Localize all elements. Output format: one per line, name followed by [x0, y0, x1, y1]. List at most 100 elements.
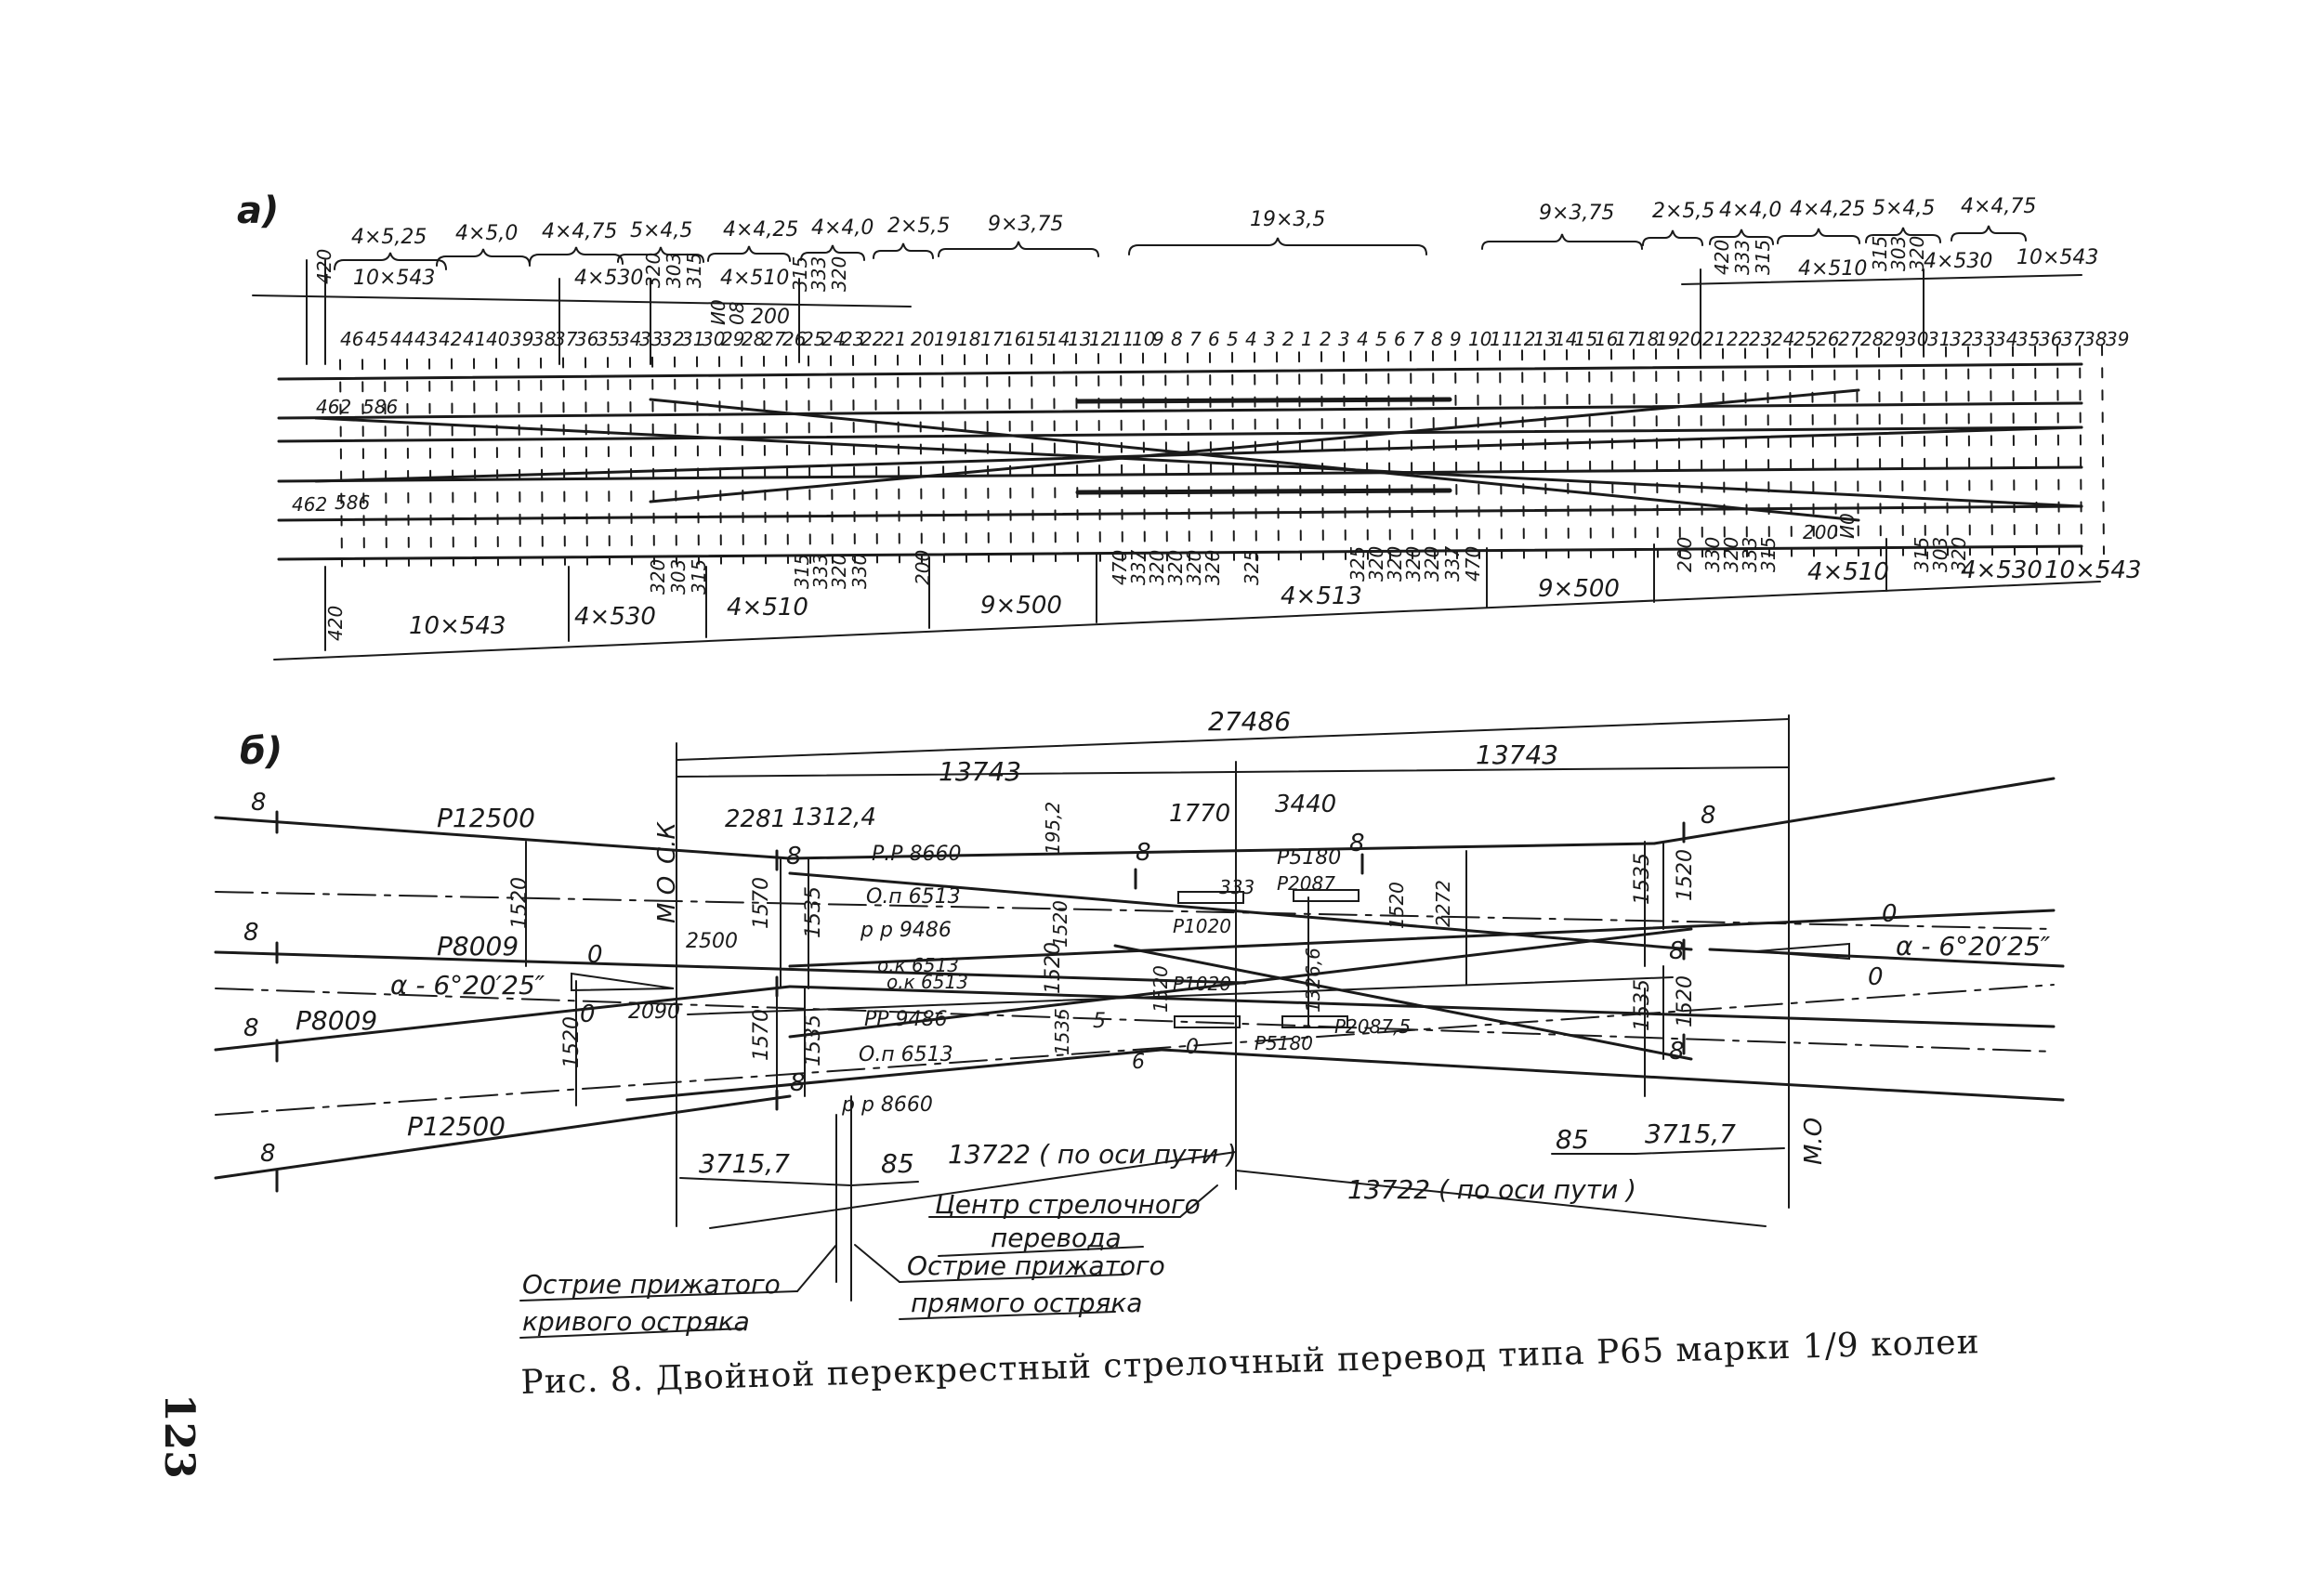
sleeper	[1744, 347, 1748, 557]
dim-label: 586	[335, 491, 370, 514]
rail-line	[1160, 1048, 2065, 1102]
sleeper	[763, 355, 767, 565]
tie-number: 37	[2061, 328, 2085, 350]
tie-number: 36	[2039, 328, 2062, 350]
spacing-label: 2×5,5	[887, 215, 950, 238]
sleeper	[1008, 353, 1012, 563]
spacing-label: 5×4,5	[1872, 197, 1935, 220]
tie-number: 40	[486, 328, 509, 350]
dim-label: 320	[1146, 550, 1168, 585]
spacing-label: 4×4,0	[1719, 199, 1781, 222]
switch-rod	[1281, 1015, 1348, 1028]
axis-lines	[215, 891, 2055, 1116]
joint-label: 8	[1669, 1038, 1685, 1066]
rail-label: Р12500	[407, 1111, 506, 1142]
callout-center-1: Центр стрелочного	[935, 1189, 1201, 1220]
half-length-line	[676, 766, 1790, 778]
sleeper	[1031, 353, 1034, 563]
sleeper	[562, 357, 566, 566]
dim-label: 4×510	[1807, 558, 1889, 586]
tie-number: 2	[1282, 328, 1294, 350]
dim-label: 333	[1739, 537, 1761, 572]
tie-number: 17	[1615, 328, 1639, 350]
joint-ticks	[275, 810, 1686, 1193]
tie-number: 36	[575, 328, 598, 350]
element-label: Р2087	[1277, 872, 1335, 895]
gauge-label: 1520	[1049, 900, 1071, 948]
sleeper	[897, 354, 900, 564]
track-axis	[215, 988, 2055, 1053]
dim-label: 470	[1109, 550, 1131, 585]
dim-label: 320	[1402, 546, 1425, 582]
tie-number: 42	[439, 328, 462, 350]
dim-label: 320	[1906, 236, 1928, 271]
tie-number: 18	[1635, 328, 1659, 350]
joint-label: 8	[243, 919, 259, 947]
tie-number: 16	[1003, 328, 1026, 350]
tie-number: 22	[860, 328, 884, 350]
rail-line	[277, 544, 2083, 561]
rail-line	[214, 950, 1247, 985]
dim-label: 4×530	[574, 603, 656, 631]
rail-label: Р8009	[437, 931, 519, 962]
dim-label: 320	[1365, 546, 1387, 582]
sleeper	[1521, 349, 1525, 559]
spacing-label: 5×4,5	[630, 219, 692, 242]
dim-label: 303	[1929, 537, 1951, 572]
sleeper	[1276, 351, 1280, 561]
tie-number: 31	[681, 328, 704, 350]
dim-label: 325	[1241, 550, 1263, 585]
joint-label: 8	[1349, 830, 1365, 857]
sleeper	[451, 358, 454, 567]
sleeper	[1945, 346, 1949, 556]
sleeper	[830, 355, 834, 564]
rail-diverging	[788, 909, 2056, 968]
dim-label: 315	[1869, 236, 1891, 271]
tie-number: 24	[1771, 328, 1794, 350]
sleeper	[1164, 352, 1168, 562]
tie-number: 33	[1972, 328, 1995, 350]
tie-number: 8	[1431, 328, 1443, 350]
overall-length: 27486	[1208, 706, 1291, 737]
dim-label: 195,2	[1042, 802, 1064, 855]
sleeper	[1878, 347, 1882, 556]
rail-line	[277, 425, 2083, 443]
tie-number: 23	[841, 328, 864, 350]
tie-number: 17	[980, 328, 1005, 350]
zero-mark: 0	[1882, 900, 1898, 928]
sleeper	[1499, 349, 1503, 559]
dim-label: 13722 ( по оси пути )	[1347, 1174, 1636, 1205]
dim-label: 08	[726, 302, 748, 325]
switch-rod	[1174, 1015, 1241, 1028]
tie-number: 39	[510, 328, 533, 350]
element-label: 0	[1186, 1036, 1199, 1059]
sleeper	[785, 355, 789, 565]
callout-center-2: перевода	[991, 1223, 1122, 1253]
element-label: р р 8660	[841, 1093, 933, 1117]
tie-number: 15	[1025, 328, 1048, 350]
sleeper	[1254, 351, 1257, 561]
panel-a: а) 4×5,25 4×5,0 4×4,75 5×4,5 4×4,25 4×4,…	[237, 190, 2142, 661]
switch-blade-right	[1755, 942, 1850, 961]
tie-number: 24	[821, 328, 845, 350]
tie-number: 33	[639, 328, 663, 350]
panel-b-label: б)	[240, 730, 282, 773]
sleeper	[1923, 346, 1926, 556]
sleeper	[1767, 347, 1770, 557]
rail-heavy	[1075, 397, 1452, 404]
sleeper	[718, 356, 722, 565]
gauge-label: 1535	[1631, 853, 1654, 905]
tie-number: 38	[532, 328, 556, 350]
gauge-label: 1520	[1674, 975, 1697, 1027]
dim-label: 320	[1202, 550, 1224, 585]
callout-lines	[519, 1184, 1218, 1339]
dim-label: 337	[1127, 550, 1149, 585]
sleeper	[1610, 348, 1614, 558]
tie-number: 26	[1816, 328, 1839, 350]
dim-label: 200	[912, 550, 934, 585]
tie-number: 28	[1860, 328, 1884, 350]
sleeper	[428, 358, 432, 567]
rail-diverging	[649, 398, 1860, 522]
dim-label: 10×543	[2044, 556, 2142, 584]
